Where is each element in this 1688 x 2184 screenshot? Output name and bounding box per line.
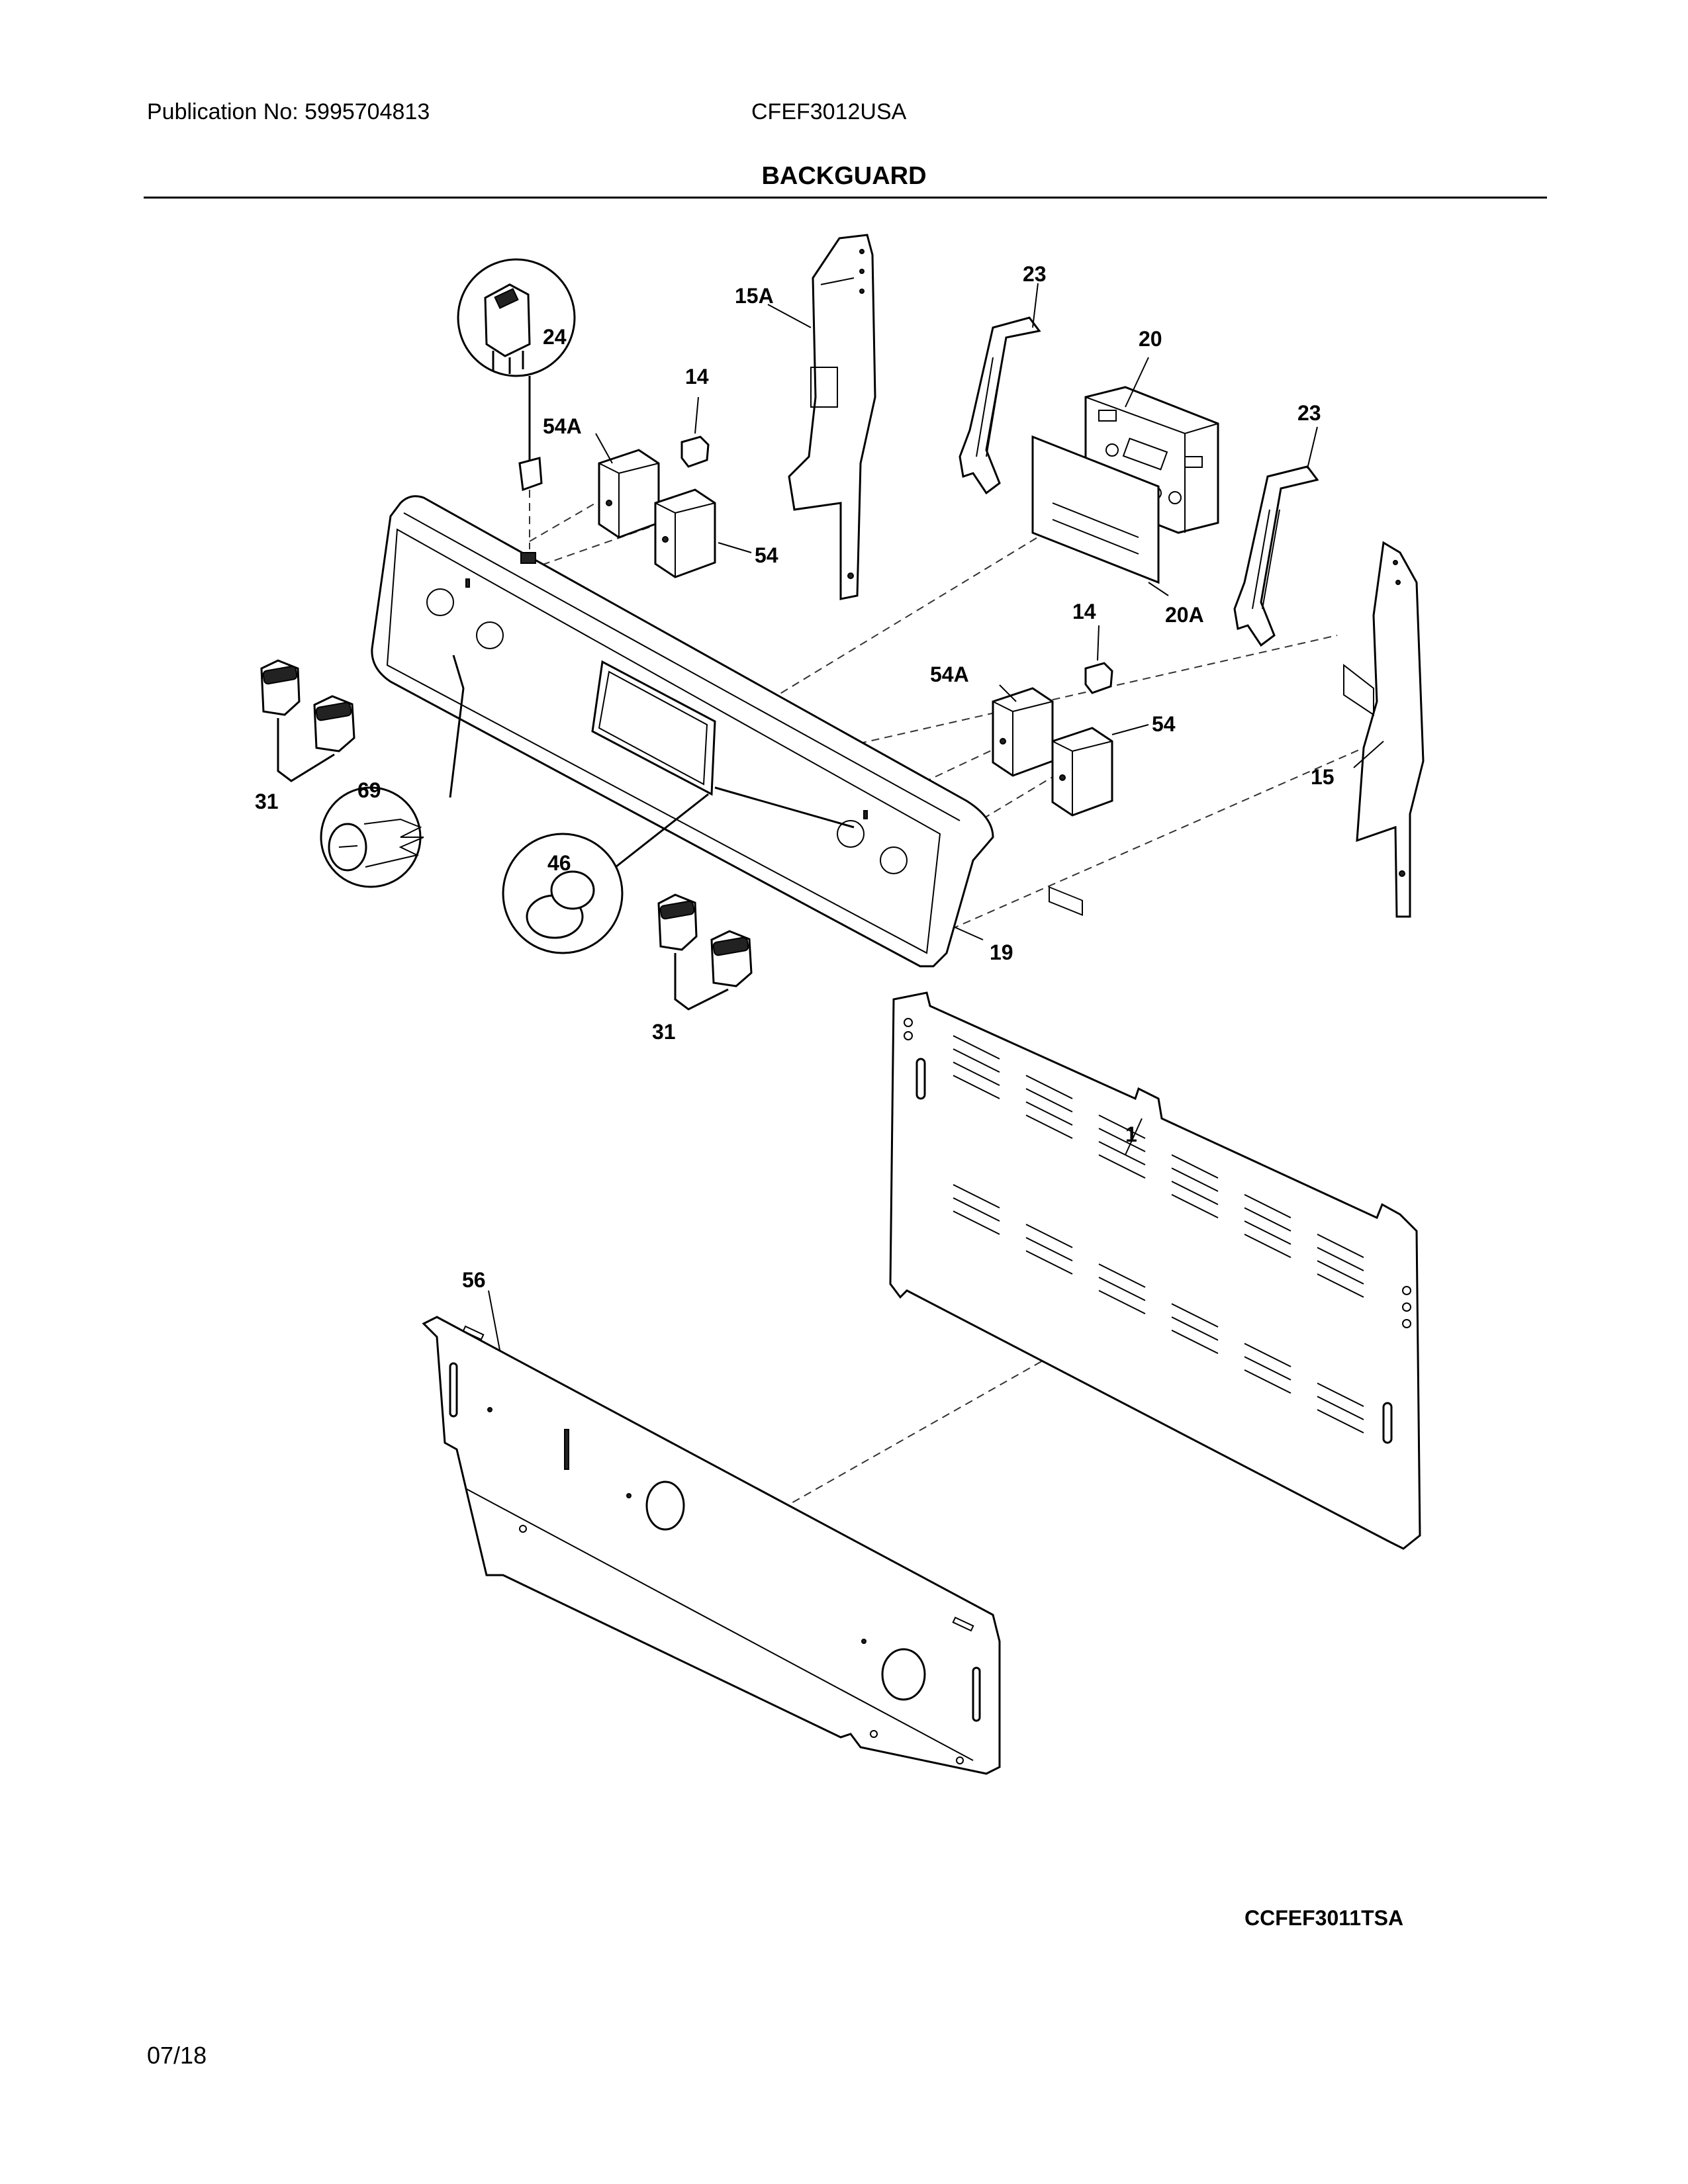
callout-20: 20: [1139, 327, 1162, 351]
callout-14-upper: 14: [685, 365, 709, 388]
page-title: BACKGUARD: [761, 162, 927, 190]
callout-56: 56: [462, 1268, 486, 1292]
title-rule: [144, 197, 1547, 199]
callout-20a: 20A: [1165, 603, 1204, 627]
part-54a-switch-upper: [598, 449, 660, 539]
callout-1: 1: [1125, 1122, 1137, 1146]
callout-19: 19: [990, 940, 1013, 964]
part-14-indicator-lower: [1084, 625, 1113, 694]
callout-31-right: 31: [652, 1020, 676, 1044]
part-46-plug-button-detail: [502, 786, 855, 954]
leader-lines: [488, 283, 1384, 1351]
part-31-knobs-right: [657, 893, 753, 1011]
callout-54a-upper: 54A: [543, 414, 582, 438]
callout-54-lower: 54: [1152, 712, 1176, 736]
callout-labels: 15A 23 20 23 24 14 54A 54 20A 14 54A 54 …: [255, 262, 1335, 1292]
callout-14-lower: 14: [1072, 600, 1096, 623]
part-14-indicator-upper: [680, 396, 710, 468]
vent-louvers: [953, 1035, 1364, 1433]
part-54-switch-upper: [654, 488, 716, 578]
part-24-rocker-switch: [457, 258, 576, 492]
part-54-switch-lower: [1051, 727, 1113, 817]
model-number: CFEF3012USA: [751, 99, 907, 124]
part-15a-end-bracket-left: [788, 234, 876, 600]
revision-date: 07/18: [147, 2042, 207, 2069]
diagram-code: CCFEF3011TSA: [1244, 1906, 1404, 1930]
part-31-knobs-left: [260, 659, 355, 782]
part-20a-overlay: [1031, 435, 1160, 916]
callout-54a-lower: 54A: [930, 662, 969, 686]
part-15-end-bracket-right: [1343, 541, 1425, 918]
callout-54-upper: 54: [755, 543, 778, 567]
callout-23-upper: 23: [1023, 262, 1047, 286]
callout-24: 24: [543, 325, 567, 349]
publication-number: Publication No: 5995704813: [147, 99, 430, 124]
part-23-bracket-upper: [959, 316, 1041, 495]
part-56-lower-rear-panel: [422, 1316, 1001, 1775]
callout-23-lower: 23: [1297, 401, 1321, 425]
callout-69: 69: [357, 778, 381, 802]
callout-46: 46: [547, 851, 571, 875]
part-69-screw-detail: [320, 655, 465, 888]
part-54a-switch-lower: [992, 687, 1054, 777]
part-1-rear-panel: [889, 991, 1421, 1550]
part-23-bracket-lower: [1233, 465, 1319, 647]
callout-31-left: 31: [255, 790, 279, 813]
callout-15: 15: [1311, 765, 1335, 789]
callout-15a: 15A: [735, 284, 774, 308]
part-19-backguard-panel: [371, 495, 994, 968]
